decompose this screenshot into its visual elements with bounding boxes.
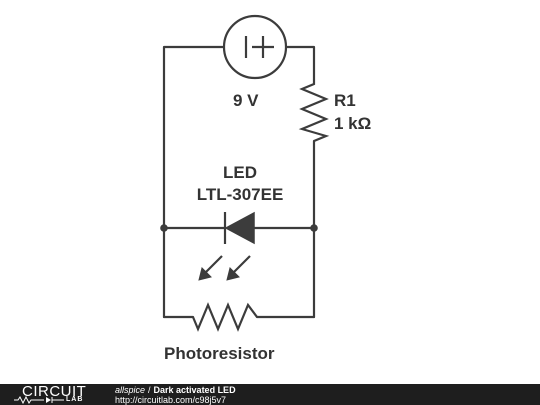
wire-top-left <box>162 45 225 319</box>
led-part-label: LTL-307EE <box>197 185 284 204</box>
path-separator: / <box>148 385 151 395</box>
logo-wire-icon <box>14 396 64 404</box>
wire-top-right <box>285 45 316 81</box>
author-link[interactable]: allspice <box>115 385 146 395</box>
junction-dot-right <box>310 224 318 232</box>
footer-bar: CIRCUIT LAB allspice/Dark activated LED … <box>0 384 540 405</box>
circuit-schematic: 9 V R1 1 kΩ LED LTL-307EE Photoresistor <box>160 14 371 363</box>
circuitlab-logo[interactable]: CIRCUIT LAB <box>0 384 112 405</box>
led-name-label: LED <box>223 163 257 182</box>
photoresistor-label: Photoresistor <box>164 344 275 363</box>
photoresistor-symbol <box>191 302 258 332</box>
logo-text-circuit: CIRCUIT <box>22 383 87 400</box>
battery-value-label: 9 V <box>233 91 259 110</box>
junction-dot-left <box>160 224 168 232</box>
circuit-info-title-line: allspice/Dark activated LED <box>115 385 236 395</box>
resistor-symbol <box>298 79 330 143</box>
logo-text-lab: LAB <box>66 396 84 403</box>
light-arrows-icon <box>198 255 251 281</box>
led-symbol <box>223 211 255 245</box>
junctions <box>160 224 318 232</box>
circuit-url-link[interactable]: http://circuitlab.com/c98j5v7 <box>115 395 227 405</box>
circuit-info: allspice/Dark activated LED http://circu… <box>115 385 236 405</box>
battery-symbol <box>222 14 288 80</box>
circuit-title[interactable]: Dark activated LED <box>153 385 236 395</box>
resistor-name-label: R1 <box>334 91 356 110</box>
resistor-value-label: 1 kΩ <box>334 114 371 133</box>
